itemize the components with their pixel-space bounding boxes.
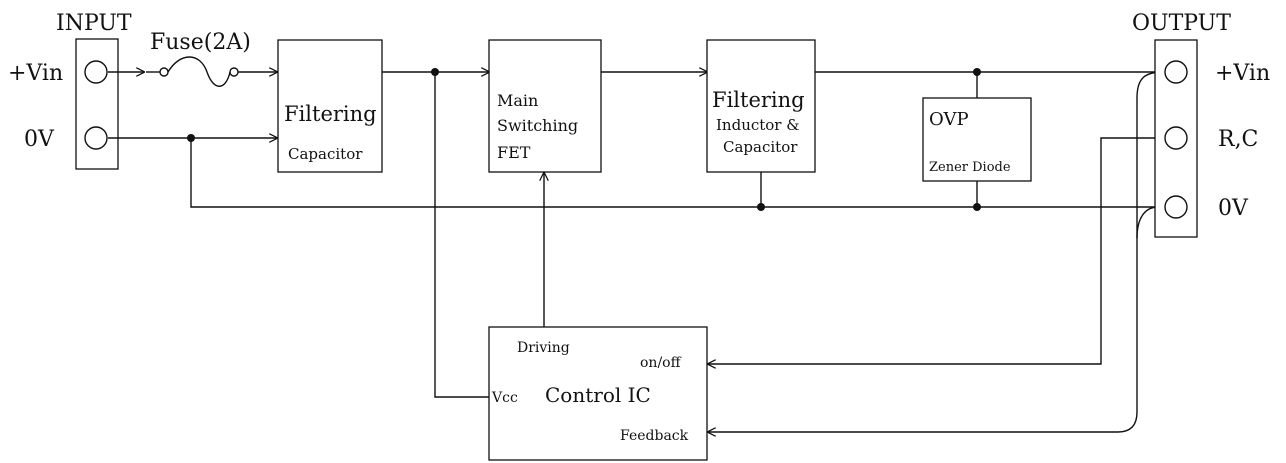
control-driving-label: Driving: [517, 340, 570, 356]
filtering-capacitor-subtitle: Capacitor: [288, 145, 363, 163]
input-0v-label: 0V: [24, 127, 55, 152]
fet-label-line3: FET: [497, 143, 531, 162]
wire-vcc-supply: [434, 72, 489, 398]
input-vin-terminal: [84, 60, 108, 84]
control-vcc-label: Vcc: [491, 390, 518, 406]
wire-feedback-signal: [708, 71, 1164, 432]
filtering-lc-line3: Capacitor: [723, 138, 798, 156]
control-feedback-label: Feedback: [620, 428, 689, 444]
filtering-capacitor-block: [277, 39, 383, 173]
output-terminal-block: [1154, 39, 1198, 238]
input-title: INPUT: [56, 11, 132, 36]
control-onoff-label: on/off: [640, 355, 682, 371]
fet-label-line1: Main: [497, 91, 538, 110]
wire-ground-rail: [190, 138, 1163, 207]
filtering-capacitor-title: Filtering: [284, 102, 377, 126]
junction-lc-ground: [757, 203, 765, 211]
control-ic-title: Control IC: [545, 383, 651, 407]
output-0v-terminal: [1164, 195, 1188, 219]
fuse-label: Fuse(2A): [150, 30, 251, 55]
fuse-icon: [167, 56, 231, 87]
main-switching-fet-block: [488, 39, 602, 173]
junction-ovp-ground: [973, 203, 981, 211]
control-ic-block: [488, 326, 708, 461]
ovp-subtitle: Zener Diode: [929, 160, 1011, 175]
output-rc-terminal: [1164, 126, 1188, 150]
fet-label-line2: Switching: [497, 116, 578, 135]
filtering-lc-title: Filtering: [712, 88, 805, 112]
ovp-zener-diode-block: [922, 97, 1032, 182]
filtering-inductor-capacitor-block: [706, 39, 816, 173]
output-title: OUTPUT: [1132, 11, 1231, 36]
wire-onoff-signal: [708, 137, 1163, 364]
filtering-lc-line2: Inductor &: [716, 116, 800, 134]
output-vin-terminal: [1164, 60, 1188, 84]
output-rc-label: R,C: [1218, 127, 1258, 152]
input-0v-terminal: [84, 126, 108, 150]
output-0v-label: 0V: [1218, 196, 1249, 221]
fuse-terminal-right: [229, 67, 239, 77]
ovp-title: OVP: [929, 109, 969, 130]
fuse-terminal-left: [159, 67, 169, 77]
output-vin-label: +Vin: [1215, 61, 1270, 86]
input-vin-label: +Vin: [8, 61, 63, 86]
